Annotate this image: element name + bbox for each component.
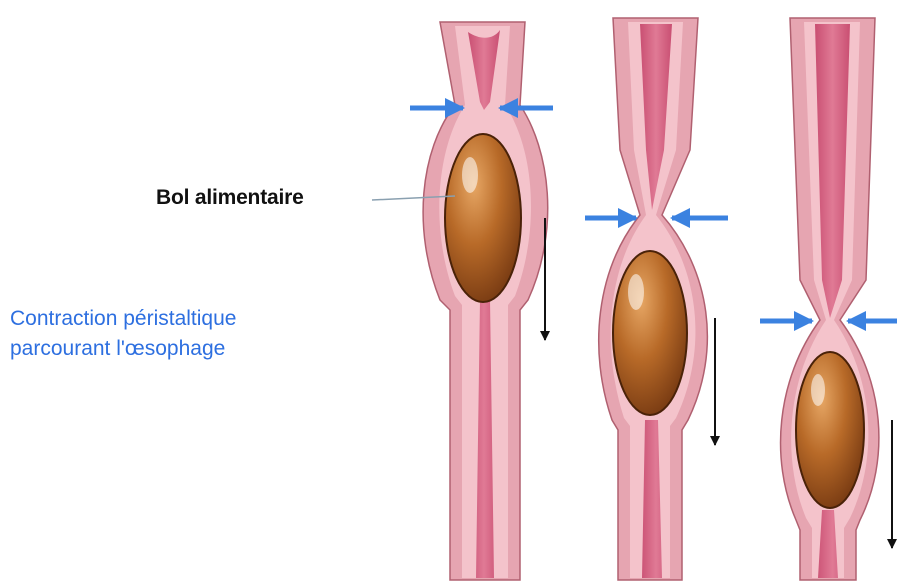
- food-bolus: [445, 134, 521, 302]
- bolus-highlight: [462, 157, 478, 193]
- food-bolus: [796, 352, 864, 508]
- food-bolus: [613, 251, 687, 415]
- esophagus-stage-2: [585, 18, 728, 580]
- bolus-label: Bol alimentaire: [156, 186, 304, 210]
- bolus-highlight: [811, 374, 825, 406]
- esophagus-stage-1: [410, 22, 553, 580]
- esophagus-stage-3: [760, 18, 897, 580]
- peristalsis-caption: Contraction péristaltique parcourant l'œ…: [10, 304, 236, 364]
- caption-line-2: parcourant l'œsophage: [10, 334, 236, 364]
- bolus-highlight: [628, 274, 644, 310]
- caption-line-1: Contraction péristaltique: [10, 304, 236, 334]
